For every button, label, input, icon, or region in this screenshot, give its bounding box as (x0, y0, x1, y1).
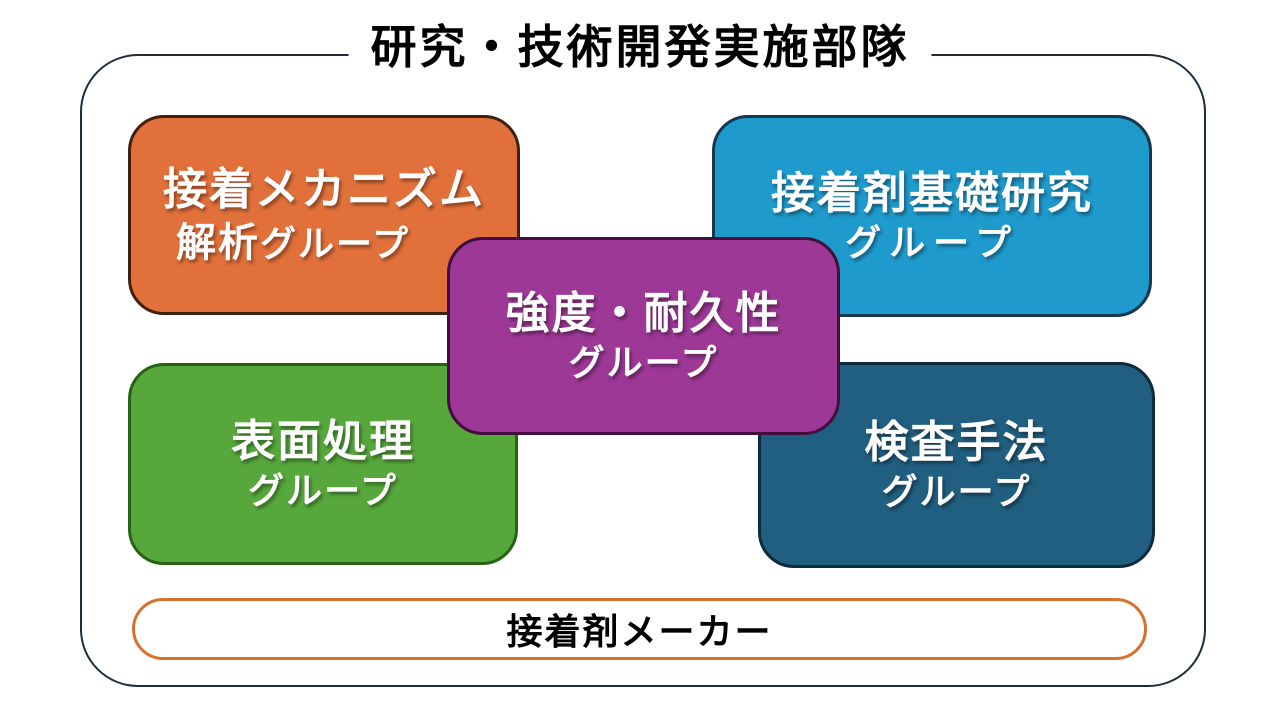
group-subtitle-line2: グループ (568, 343, 719, 385)
group-title-line1: 表面処理 (231, 415, 415, 467)
group-box-strength-durability: 強度・耐久性 グループ (447, 237, 840, 435)
group-subtitle-line2: グループ (845, 223, 1019, 265)
group-subtitle-text: グループ (260, 223, 410, 265)
adhesive-maker-label: 接着剤メーカー (506, 612, 773, 653)
group-subtitle-line2: グループ (248, 471, 398, 513)
group-subtitle-emphasis: 解析 (176, 219, 260, 266)
group-title-line1: 接着剤基礎研究 (771, 167, 1093, 219)
group-subtitle-line2: グループ (881, 472, 1032, 514)
group-title-line1: 接着メカニズム (163, 164, 485, 216)
group-title-line1: 強度・耐久性 (505, 287, 782, 339)
group-subtitle-line2: 解析グループ (176, 219, 410, 267)
group-title-line1: 検査手法 (864, 416, 1049, 468)
group-box-inspection-method: 検査手法 グループ (758, 362, 1155, 568)
adhesive-maker-bar: 接着剤メーカー (132, 598, 1147, 660)
diagram-title: 研究・技術開発実施部隊 (348, 18, 932, 76)
